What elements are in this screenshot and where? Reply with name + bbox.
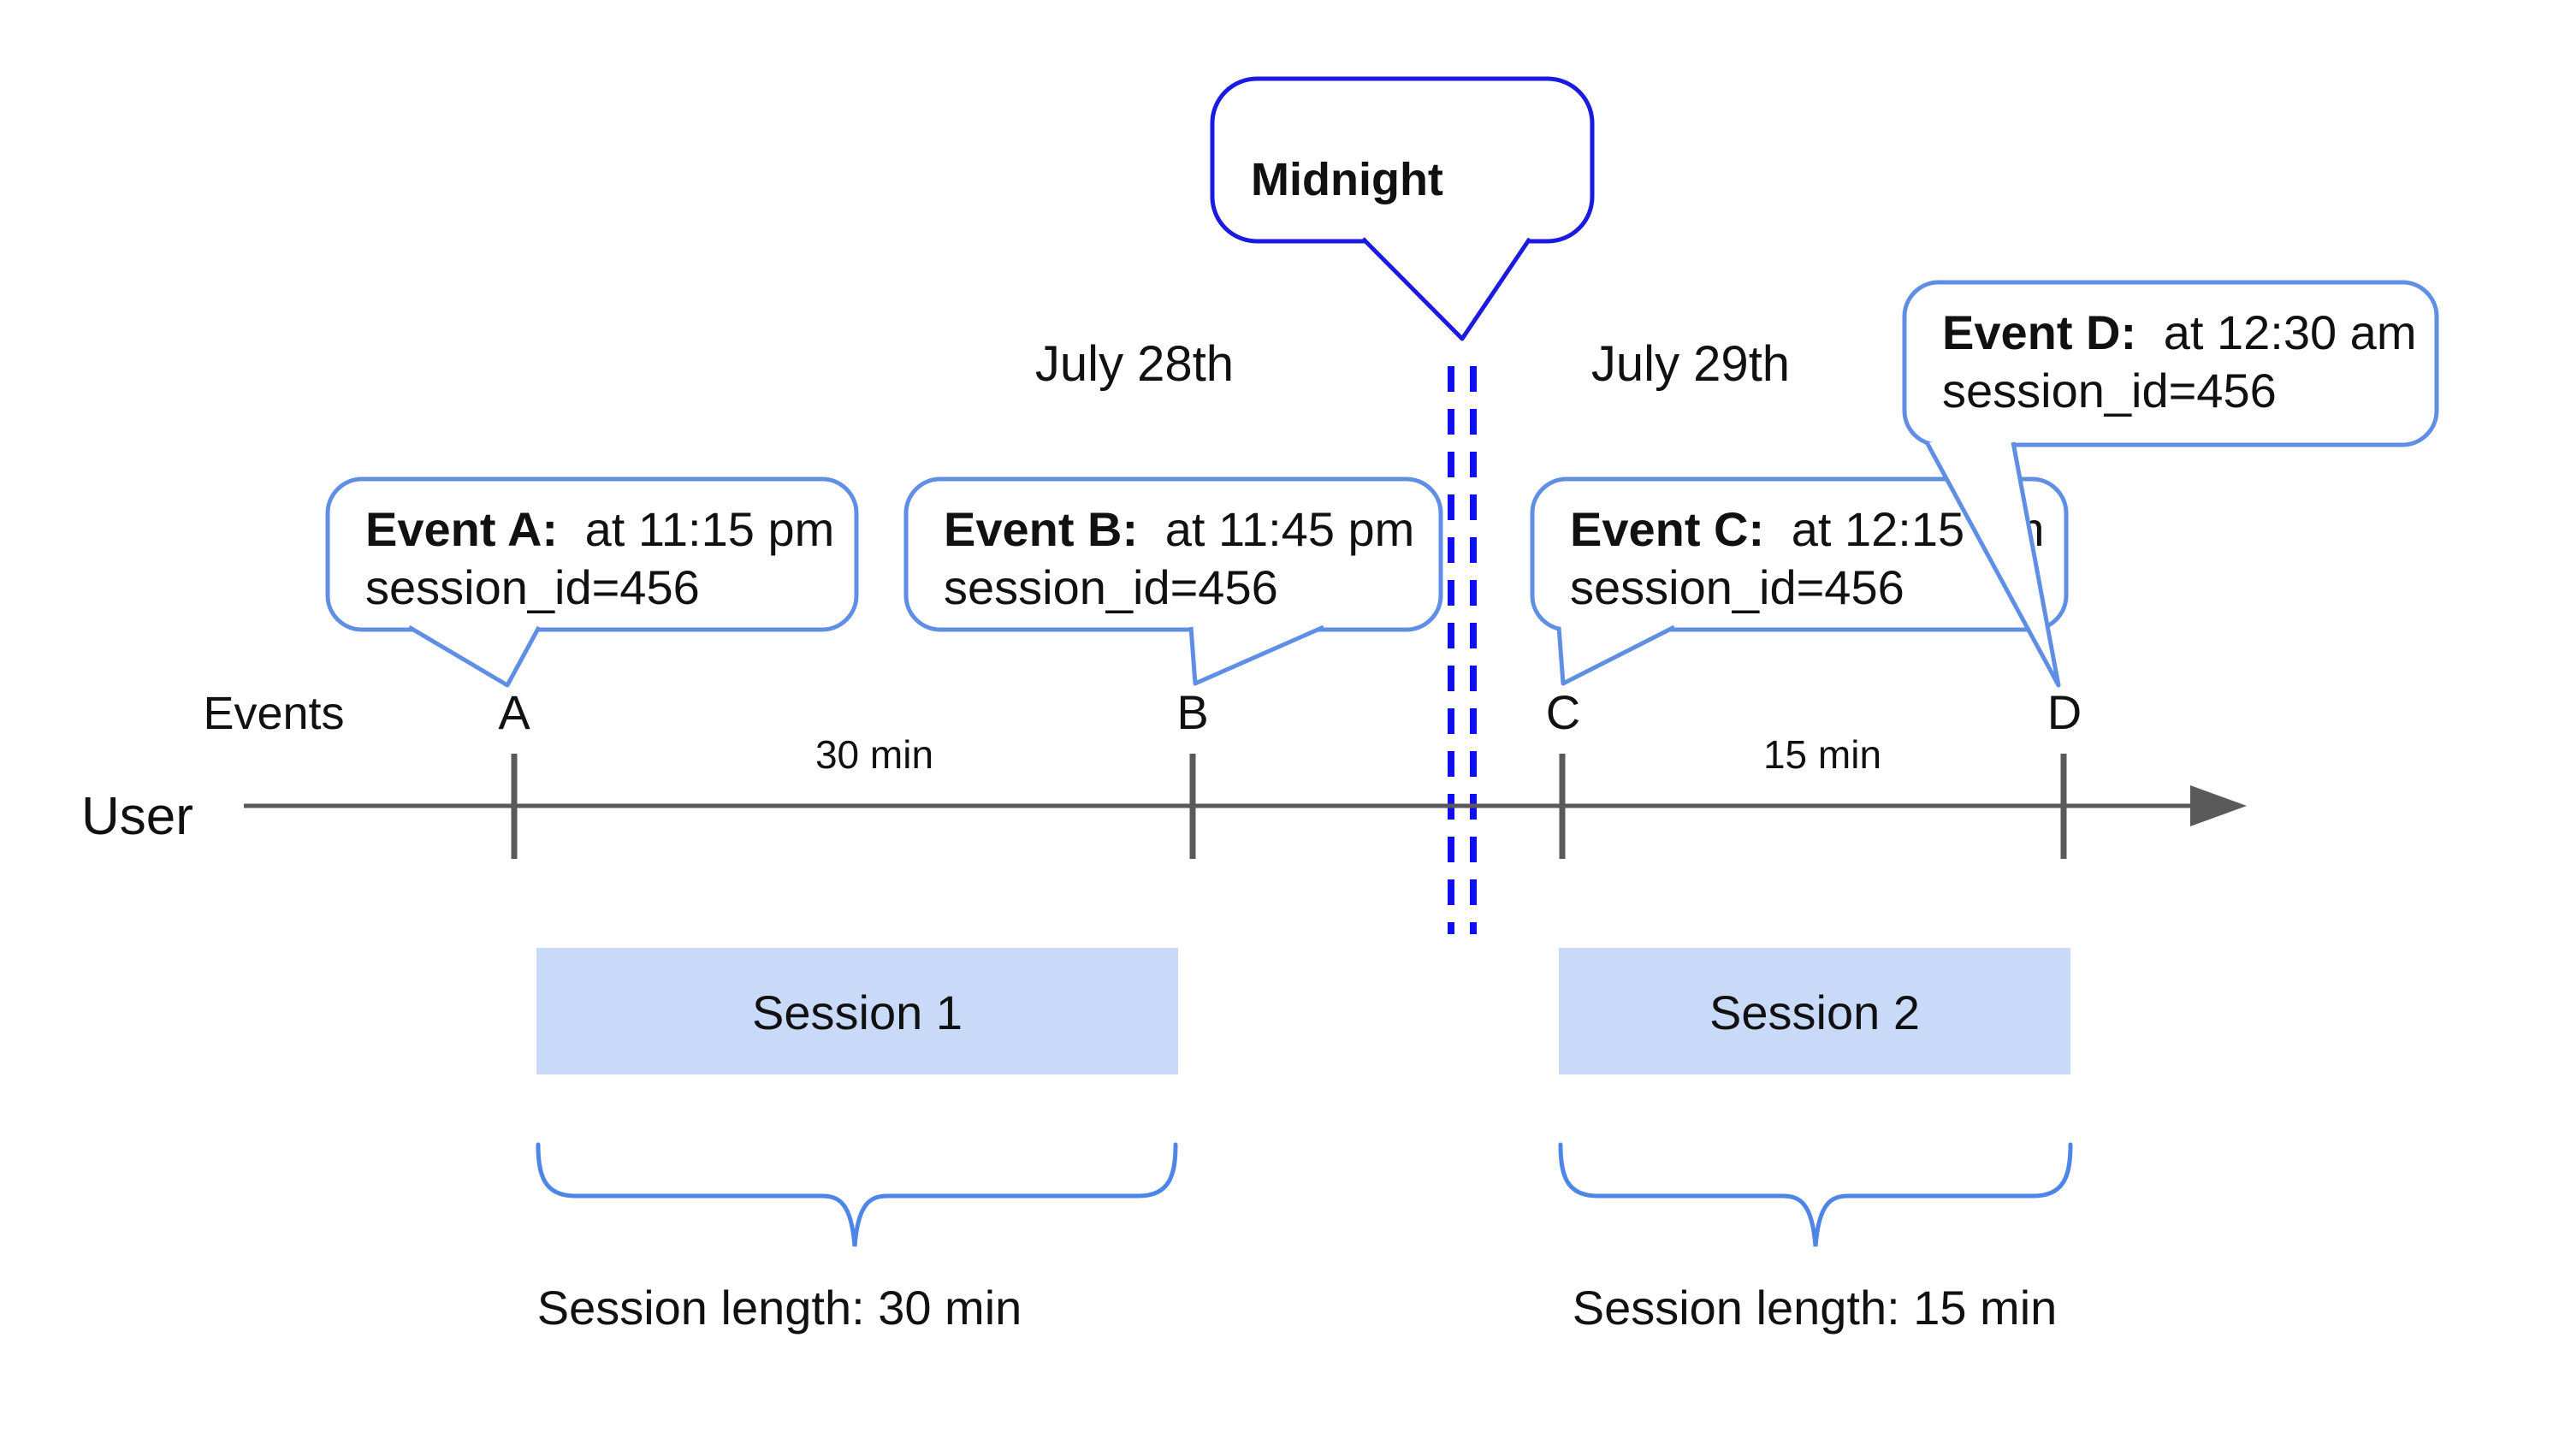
midnight-callout-tail bbox=[1361, 237, 1532, 341]
event-d-session: session_id=456 bbox=[1942, 364, 2277, 417]
timeline-axis bbox=[244, 754, 2247, 859]
session-1-box bbox=[536, 948, 1178, 1074]
midnight-label: Midnight bbox=[1251, 154, 1443, 205]
event-b-line1: Event B: at 11:45 pm bbox=[944, 502, 1414, 556]
session-2-label: Session 2 bbox=[1709, 985, 1920, 1039]
timeline-arrowhead-icon bbox=[2190, 785, 2247, 826]
session-1-length-label: Session length: 30 min bbox=[537, 1281, 1022, 1335]
event-letter-b: B bbox=[1176, 685, 1208, 739]
event-a-tail bbox=[407, 624, 542, 688]
event-a-bubble bbox=[325, 476, 859, 632]
event-a-session: session_id=456 bbox=[365, 560, 700, 614]
event-c-session: session_id=456 bbox=[1570, 560, 1904, 614]
event-c-bubble bbox=[1530, 476, 2069, 632]
event-d-callout: Event D: at 12:30 am session_id=456 bbox=[1902, 280, 2439, 688]
event-a-line1: Event A: at 11:15 pm bbox=[365, 502, 834, 556]
session-2-box bbox=[1559, 948, 2070, 1074]
event-letter-d: D bbox=[2047, 685, 2082, 739]
event-d-line1: Event D: at 12:30 am bbox=[1942, 305, 2416, 359]
interval-30min-label: 30 min bbox=[815, 732, 933, 777]
midnight-callout: Midnight bbox=[1210, 76, 1595, 341]
session-1-group: Session 1 Session length: 30 min bbox=[536, 948, 1178, 1335]
event-letter-a: A bbox=[498, 685, 530, 739]
session-1-brace bbox=[536, 1142, 1178, 1247]
event-d-tail bbox=[1924, 441, 2061, 688]
date-july-28-label: July 28th bbox=[1035, 336, 1234, 392]
event-b-session: session_id=456 bbox=[944, 560, 1278, 614]
midnight-boundary-dashed-lines bbox=[1448, 366, 1477, 934]
event-letter-c: C bbox=[1546, 685, 1580, 739]
interval-15min-label: 15 min bbox=[1763, 732, 1881, 777]
events-axis-label: Events bbox=[203, 688, 344, 739]
session-2-length-label: Session length: 15 min bbox=[1573, 1281, 2058, 1335]
event-a-callout: Event A: at 11:15 pm session_id=456 bbox=[325, 476, 859, 688]
event-c-tail bbox=[1556, 624, 1676, 686]
session-2-group: Session 2 Session length: 15 min bbox=[1558, 948, 2073, 1335]
user-axis-label: User bbox=[81, 787, 193, 846]
event-b-bubble bbox=[903, 476, 1443, 632]
event-b-tail bbox=[1188, 624, 1325, 686]
event-d-bubble bbox=[1902, 280, 2439, 447]
session-2-brace bbox=[1558, 1142, 2073, 1247]
event-b-callout: Event B: at 11:45 pm session_id=456 bbox=[903, 476, 1443, 686]
session-1-label: Session 1 bbox=[752, 985, 963, 1039]
date-july-29-label: July 29th bbox=[1591, 336, 1790, 392]
